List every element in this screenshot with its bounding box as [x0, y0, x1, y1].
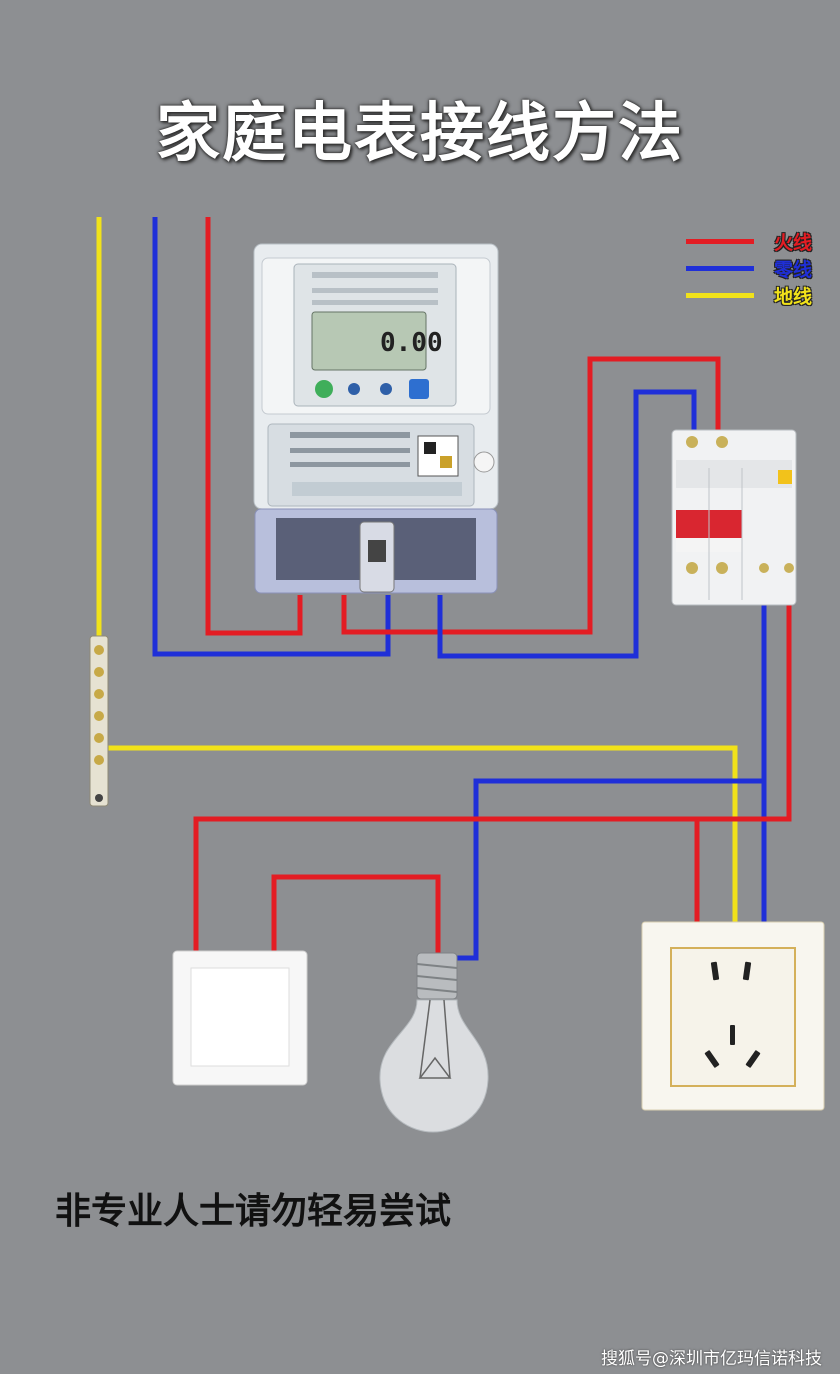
live-wire-switch-bulb: [271, 874, 441, 958]
electric-meter-icon: [253, 243, 499, 594]
wall-switch-icon: [172, 950, 308, 1086]
live-wire-load: [193, 590, 792, 952]
warning-text: 非专业人士请勿轻易尝试: [55, 1191, 452, 1232]
light-bulb-icon: [379, 952, 489, 1133]
live-wire-meter-out: [341, 356, 721, 635]
ground-terminal-bar-icon: [89, 635, 109, 807]
ground-wire-socket: [108, 745, 738, 922]
legend-item-neutral: 零线: [680, 255, 830, 282]
circuit-breaker-icon: [671, 429, 797, 606]
wire-color-legend: 火线 零线 地线: [680, 228, 830, 309]
meter-reading: 0.00: [380, 328, 443, 358]
page-title: 家庭电表接线方法: [156, 97, 684, 171]
neutral-wire-meter-out: [437, 389, 697, 659]
wires: [96, 217, 792, 961]
neutral-wire-incoming: [152, 217, 391, 657]
power-socket-icon: [641, 921, 825, 1111]
legend-swatch-live: [686, 239, 754, 244]
legend-swatch-neutral: [686, 266, 754, 271]
legend-item-live: 火线: [680, 228, 830, 255]
watermark: 搜狐号@深圳市亿玛信诺科技: [601, 1349, 822, 1369]
legend-swatch-ground: [686, 293, 754, 298]
legend-label-ground: 地线: [774, 286, 813, 308]
legend-item-ground: 地线: [680, 282, 830, 309]
legend-label-neutral: 零线: [774, 259, 813, 281]
legend-label-live: 火线: [774, 232, 813, 254]
live-wire-incoming: [205, 217, 303, 636]
